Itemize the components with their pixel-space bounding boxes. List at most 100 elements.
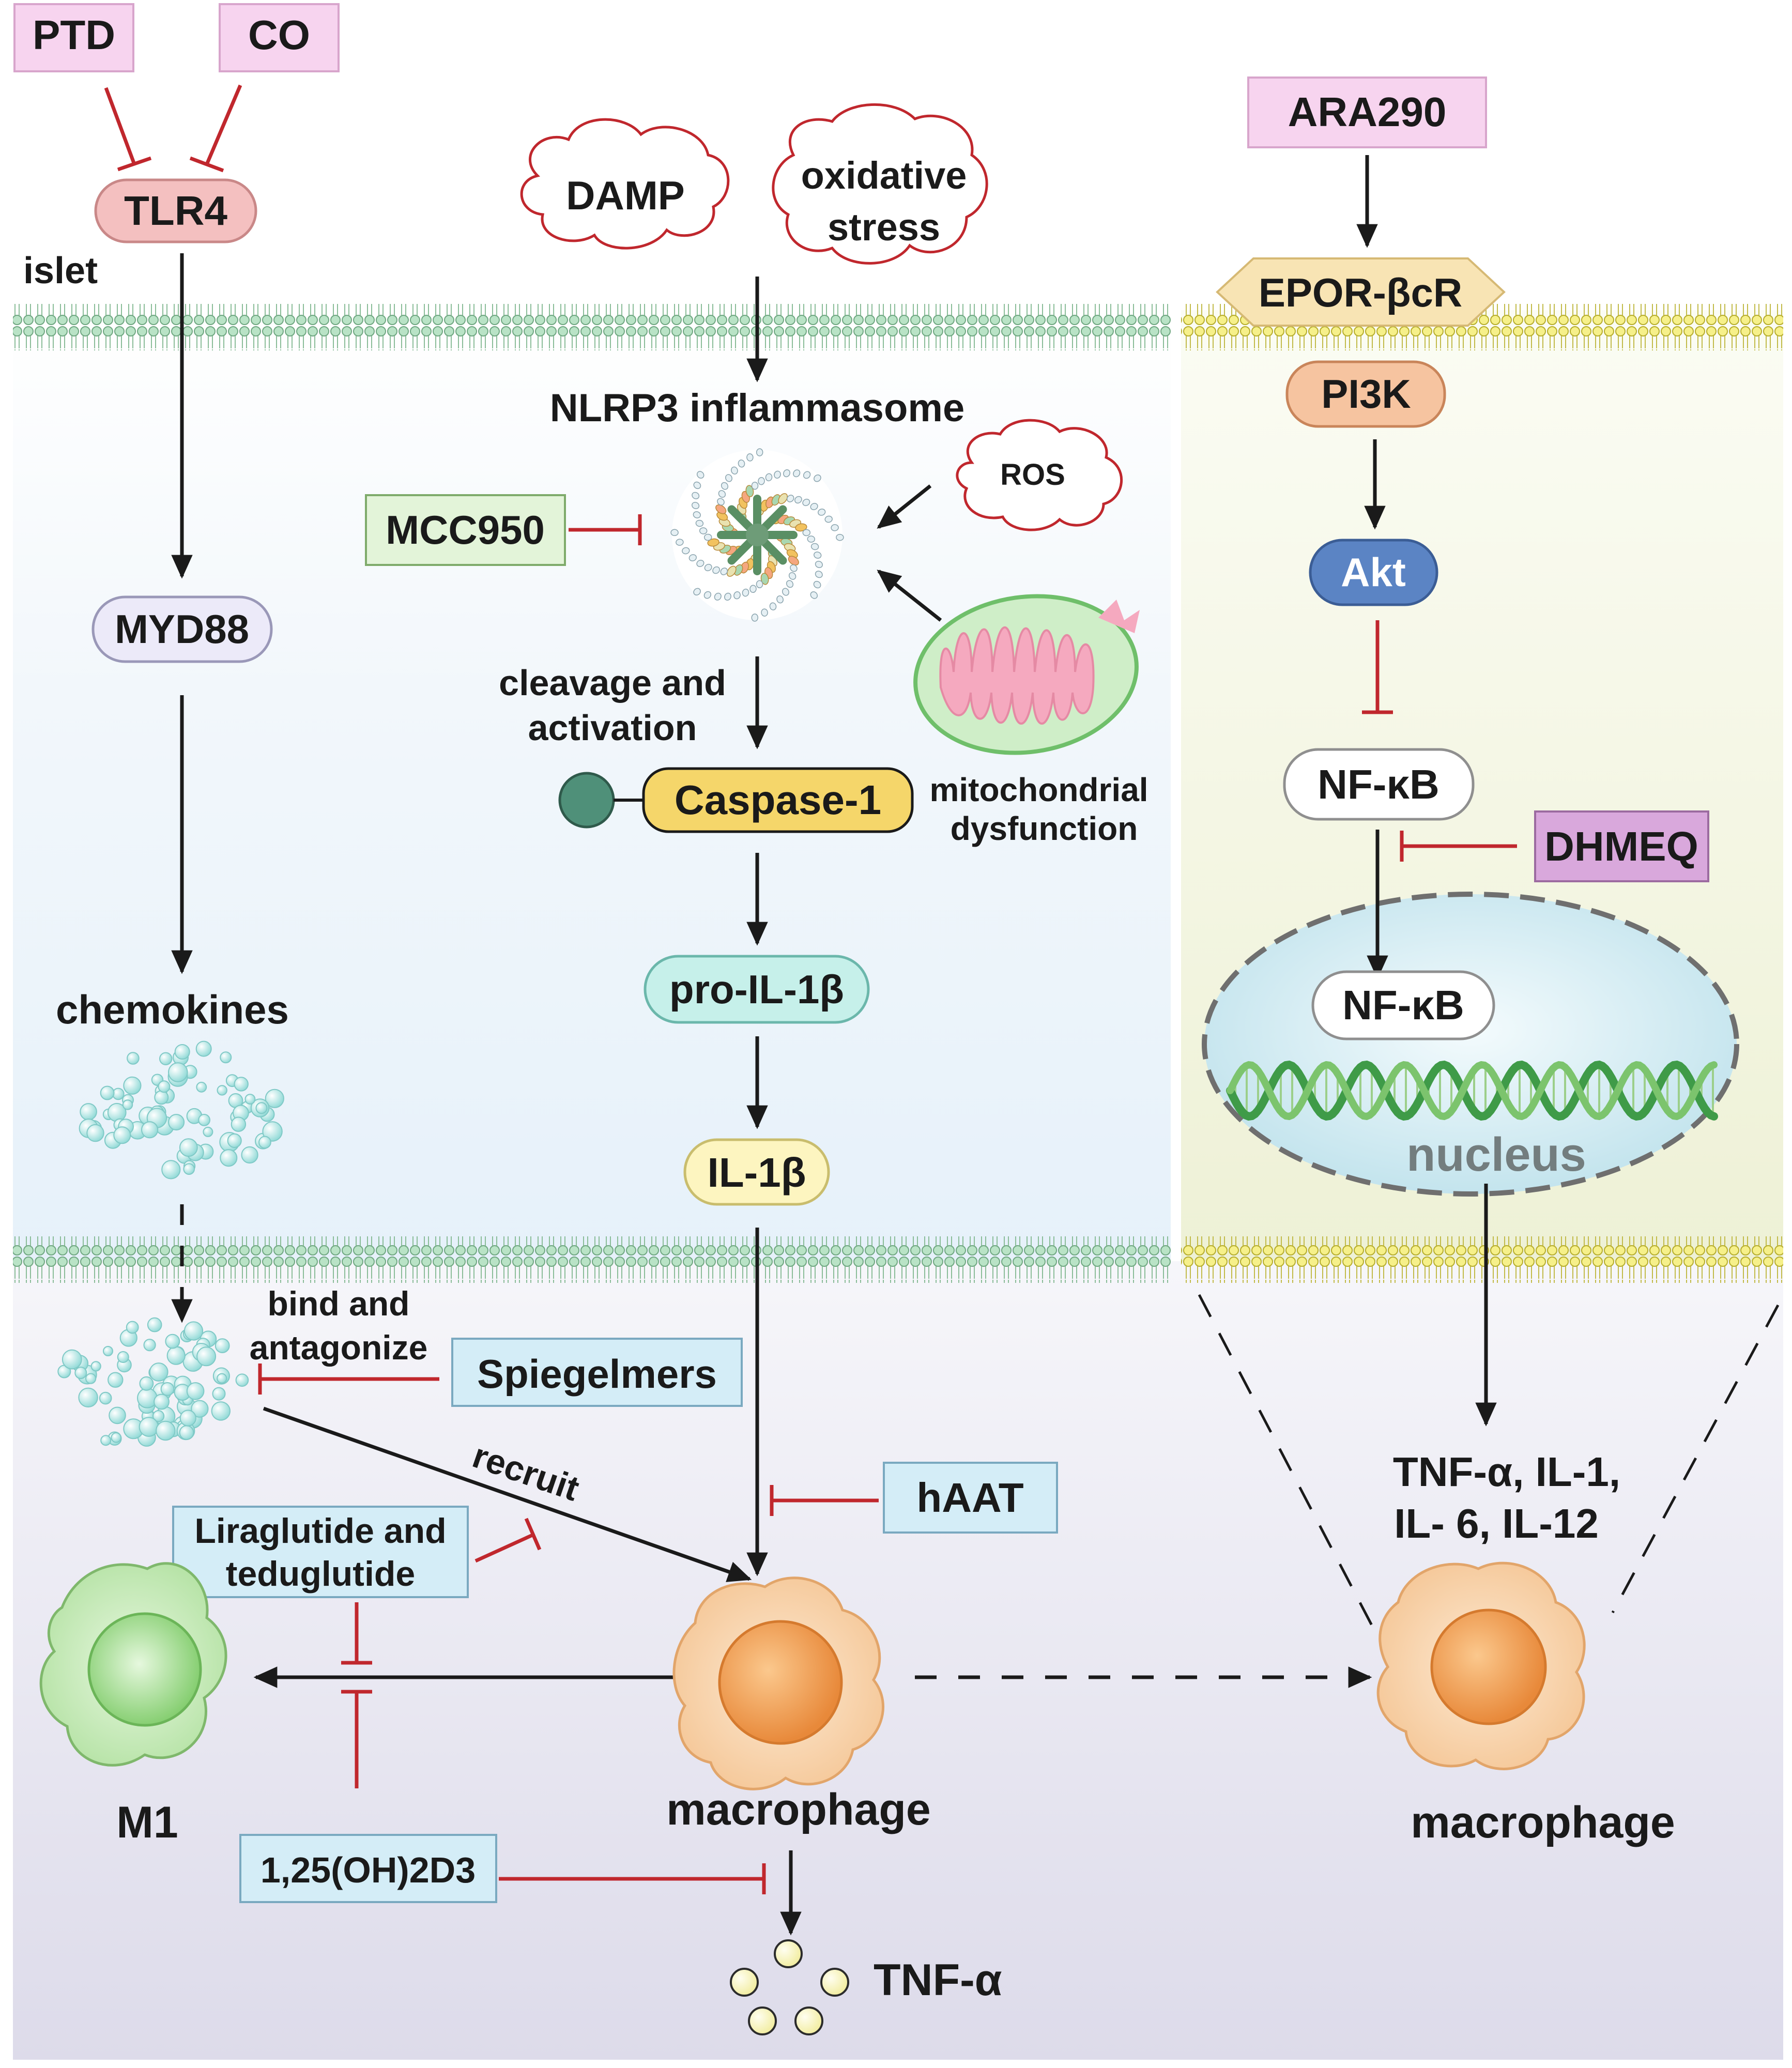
epor-label: EPOR-βcR [1259, 270, 1462, 315]
inflammasome-subunit [693, 511, 701, 518]
chemokine-bead [147, 1317, 162, 1332]
liraglutide-to-recruit-inhibit [474, 1533, 533, 1563]
chemokine-bead [137, 1388, 158, 1408]
inflammasome-subunit [782, 588, 789, 596]
chemokine-bead [179, 1425, 194, 1441]
inflammasome-subunit [765, 473, 773, 482]
mito-to-nlrp3-arrow [877, 570, 942, 622]
liraglutide-box [172, 1506, 469, 1598]
inflammasome-subunit [778, 493, 788, 504]
chemokine-bead [227, 1133, 242, 1148]
pro-il1b-label: pro-IL-1β [669, 967, 844, 1012]
chemokine-bead [196, 1346, 217, 1367]
inflammasome-subunit [788, 572, 797, 580]
inflammasome-subunit [774, 470, 781, 479]
chemokine-bead [203, 1126, 213, 1137]
chemokine-bead [165, 1334, 180, 1349]
inflammasome-subunit [802, 529, 811, 537]
chemokine-cluster-bottom [57, 1317, 249, 1447]
chemokine-bead [168, 1062, 188, 1082]
inflammasome-subunit [751, 614, 759, 622]
tnf-alpha-beads [730, 1939, 849, 2035]
chemokine-bead [262, 1121, 283, 1142]
chemokine-bead [212, 1387, 226, 1401]
inflammasome-subunit [699, 527, 708, 534]
chemokine-bead [265, 1089, 284, 1108]
chemokine-bead [179, 1138, 198, 1157]
macrophage-icon-center [672, 1576, 884, 1790]
nfkb-nuc-node [1311, 970, 1495, 1040]
chemokine-bead [241, 1146, 258, 1164]
chemokine-bead [183, 1163, 195, 1175]
ros-cloud [956, 419, 1123, 531]
chemokine-bead [156, 1420, 176, 1441]
mcc950-label: MCC950 [386, 507, 545, 553]
inflammasome-subunit [727, 565, 737, 577]
chemokine-bead [198, 1114, 211, 1126]
inflammasome-subunit [836, 533, 844, 541]
inflammasome-subunit [707, 538, 719, 547]
mito-line2: dysfunction [951, 810, 1138, 847]
nlrp3-label: NLRP3 inflammasome [550, 386, 964, 430]
inflammasome-subunit [813, 580, 821, 589]
nlrp3-inflammasome-icon [670, 448, 844, 622]
chemokine-bead [160, 1382, 175, 1396]
cleavage-line2: activation [528, 708, 697, 748]
inflammasome-subunit [692, 492, 700, 499]
akt-label: Akt [1341, 549, 1406, 595]
co-box [219, 3, 340, 72]
chemokine-bead [258, 1136, 271, 1149]
pro-il1b-node [644, 955, 870, 1024]
il1b-node [683, 1138, 830, 1206]
inflammasome-subunit [749, 585, 757, 593]
inflammasome-subunit [696, 560, 704, 567]
inflammasome-subunit [760, 573, 769, 585]
chemokine-bead [231, 1116, 247, 1132]
inflammasome-subunit [810, 543, 819, 550]
inflammasome-subunit [712, 566, 720, 574]
chemokine-bead [183, 1321, 204, 1341]
chemokine-bead [139, 1376, 154, 1391]
myd88-label: MYD88 [115, 606, 249, 652]
liraglutide-line1: Liraglutide and [194, 1511, 446, 1551]
inflammasome-subunit [692, 502, 700, 509]
chemokine-bead [196, 1081, 207, 1093]
dna-helix-icon [1226, 1060, 1718, 1121]
chemokine-bead [100, 1435, 112, 1446]
inflammasome-subunit [715, 504, 727, 514]
chemokine-bead [244, 1094, 256, 1105]
inflammasome-subunit [761, 608, 768, 617]
chemokine-bead [220, 1149, 238, 1167]
pi3k-label: PI3K [1321, 371, 1411, 417]
tnf-alpha-bead [730, 1968, 759, 1997]
inflammasome-subunit [810, 591, 818, 599]
chemokine-cluster-top [79, 1040, 284, 1179]
chemokine-bead [78, 1387, 98, 1408]
islet-label: islet [23, 250, 98, 292]
spiegelmers-label: Spiegelmers [477, 1351, 717, 1397]
inflammasome-subunit [756, 580, 763, 589]
inflammasome-subunit [751, 481, 759, 490]
inflammasome-subunit [695, 519, 704, 527]
inflammasome-subunit [769, 602, 777, 610]
chemokine-bead [159, 1052, 173, 1066]
inflammasome-subunit [670, 529, 679, 537]
chemokine-bead [123, 1076, 142, 1095]
chemokine-bead [141, 1121, 159, 1139]
inflammasome-subunit [793, 469, 801, 478]
inflammasome-subunit [720, 568, 728, 575]
chemokine-bead [86, 1124, 104, 1142]
inflammasome-subunit [814, 474, 821, 482]
chemokine-bead [154, 1090, 169, 1105]
inflammasome-subunit [758, 477, 765, 485]
inflammasome-subunit [704, 563, 712, 572]
inflammasome-subunit [824, 515, 833, 523]
inflammasome-subunit [776, 595, 784, 604]
tnf-alpha-bead [774, 1939, 803, 1968]
chemokine-bead [122, 1099, 133, 1110]
dna-strand [1226, 1060, 1718, 1121]
nfkb-cyto-label: NF-κB [1318, 761, 1439, 807]
ara290-label: ARA290 [1288, 89, 1447, 135]
damp-cloud [520, 118, 730, 250]
akt-node [1309, 539, 1438, 606]
